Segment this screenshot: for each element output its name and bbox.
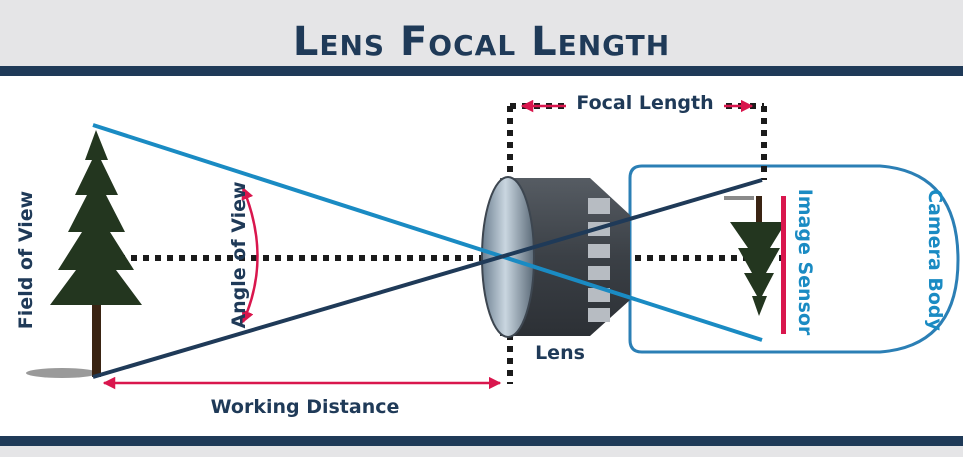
focal-length-label-bg bbox=[566, 88, 724, 116]
footer-rule bbox=[0, 436, 963, 446]
field-of-view-label: Field of View bbox=[15, 191, 37, 329]
footer-band bbox=[0, 446, 963, 457]
ground-shadow bbox=[26, 368, 98, 378]
header-rule bbox=[0, 66, 963, 76]
image-sensor-label: Image Sensor bbox=[794, 189, 816, 336]
image-tree-icon bbox=[724, 196, 786, 316]
page-title: Lens Focal Length bbox=[292, 19, 671, 65]
working-distance-label: Working Distance bbox=[211, 396, 400, 418]
lens-label: Lens bbox=[535, 342, 585, 364]
camera-body-outline bbox=[628, 164, 960, 354]
angle-of-view-label: Angle of View bbox=[228, 181, 250, 328]
focal-length-label: Focal Length bbox=[576, 92, 713, 114]
ray-bottom-object bbox=[92, 178, 763, 379]
angle-of-view-arc bbox=[241, 186, 259, 324]
camera-body-label: Camera Body bbox=[924, 189, 946, 331]
image-sensor-bar bbox=[781, 196, 786, 334]
title-banner: Lens Focal Length bbox=[0, 0, 963, 72]
tree-icon bbox=[50, 130, 142, 377]
ray-top-object bbox=[92, 123, 763, 342]
